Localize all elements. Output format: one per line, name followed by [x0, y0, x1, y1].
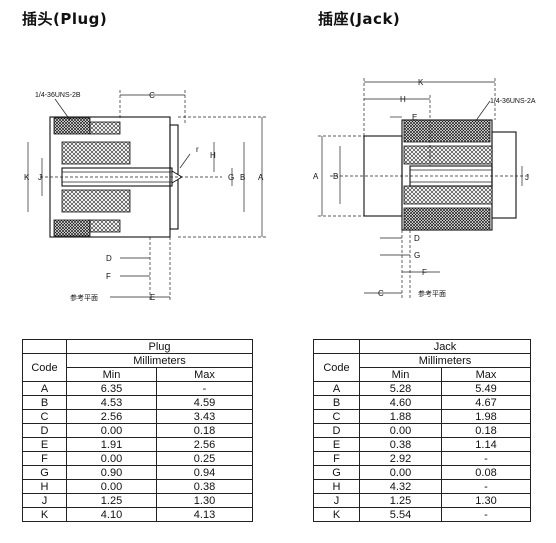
- max-header: Max: [156, 367, 253, 382]
- jack-label-E: E: [412, 113, 417, 122]
- plug-label-E: E: [150, 293, 155, 302]
- table-title: Jack: [359, 339, 531, 354]
- jack-label-J: J: [525, 173, 529, 182]
- max-header: Max: [441, 367, 531, 382]
- jack-thread-label: 1/4-36UNS-2A: [490, 98, 536, 105]
- code-header: Code: [22, 353, 67, 382]
- plug-dielectric-top: [61, 141, 131, 165]
- plug-thread-top: [53, 117, 91, 135]
- jack-ref-plane-label: 参考平面: [418, 289, 446, 298]
- plug-label-r: r: [196, 145, 199, 154]
- jack-label-B: B: [333, 172, 338, 181]
- jack-label-K: K: [418, 78, 424, 87]
- unit-header: Millimeters: [66, 353, 253, 368]
- jack-drawing: K H E 1/4-36UNS-2A A B J D G F C 参考平面: [313, 78, 536, 300]
- plug-drawing: 1/4-36UNS-2B C K J r H G B A D F 参考平面 E: [24, 90, 266, 302]
- plug-label-G: G: [228, 173, 234, 182]
- plug-label-H: H: [210, 151, 216, 160]
- jack-label-H: H: [400, 95, 406, 104]
- plug-label-C: C: [149, 91, 155, 100]
- table-title: Plug: [66, 339, 253, 354]
- jack-label-A: A: [313, 172, 319, 181]
- plug-ref-plane-label: 参考平面: [70, 293, 98, 302]
- plug-thread-label: 1/4-36UNS-2B: [35, 92, 81, 99]
- jack-thread-top: [403, 119, 491, 143]
- jack-rear: [491, 131, 517, 219]
- jack-label-F: F: [422, 268, 427, 277]
- plug-thread-bottom: [53, 219, 91, 237]
- jack-label-C: C: [378, 289, 384, 298]
- unit-header: Millimeters: [359, 353, 531, 368]
- plug-title: 插头(Plug): [22, 10, 108, 28]
- plug-label-B: B: [240, 173, 245, 182]
- jack-title: 插座(Jack): [318, 10, 401, 28]
- min-header: Min: [359, 367, 442, 382]
- plug-dielectric-bottom: [61, 189, 131, 213]
- jack-label-D: D: [414, 234, 420, 243]
- plug-label-F: F: [106, 272, 111, 281]
- jack-thread-bottom: [403, 207, 491, 231]
- min-header: Min: [66, 367, 157, 382]
- code-header: Code: [313, 353, 360, 382]
- plug-label-A: A: [258, 173, 264, 182]
- technical-drawings: 1/4-36UNS-2B C K J r H G B A D F 参考平面 E: [24, 78, 536, 302]
- plug-label-J: J: [38, 173, 42, 182]
- plug-label-K: K: [24, 173, 30, 182]
- plug-label-D: D: [106, 254, 112, 263]
- jack-label-G: G: [414, 251, 420, 260]
